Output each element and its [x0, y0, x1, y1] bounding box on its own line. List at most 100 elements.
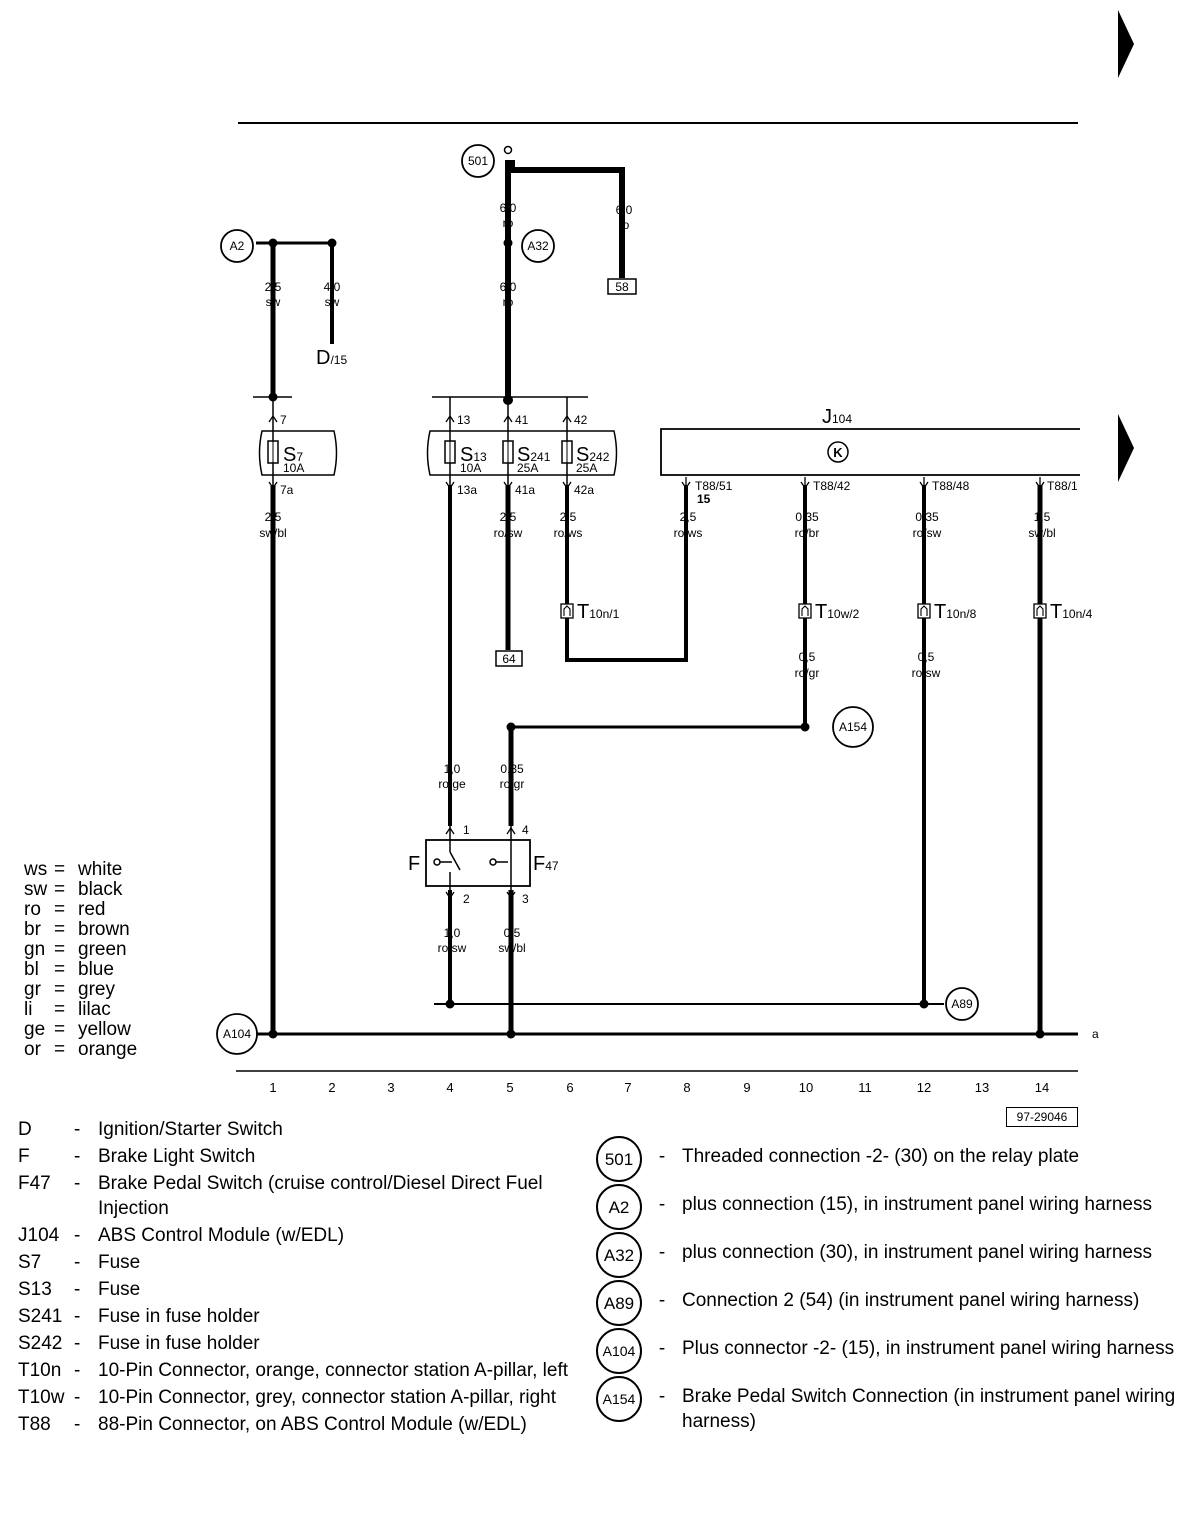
column-number: 5: [506, 1080, 513, 1095]
component-item: J104-ABS Control Module (w/EDL): [18, 1225, 345, 1246]
diagnostic-k-icon: K: [827, 441, 849, 463]
component-item: S7-Fuse: [18, 1252, 141, 1273]
fuse-s241: S241 25A 41 41a: [502, 397, 551, 497]
svg-text:2,5: 2,5: [265, 280, 282, 294]
connection-legend: 501-Threaded connection -2- (30) on the …: [596, 1136, 1176, 1436]
color-legend: ws=white sw=black ro=red br=brown gn=gre…: [24, 860, 137, 1060]
component-item: T10w-10-Pin Connector, grey, connector s…: [18, 1387, 557, 1408]
column-number: 7: [624, 1080, 631, 1095]
svg-text:ro: ro: [619, 218, 630, 232]
svg-text:T88/1: T88/1: [1047, 479, 1078, 493]
component-item: F47-Brake Pedal Switch (cruise control/D…: [18, 1173, 543, 1219]
fuse-pin-arrows: [268, 414, 572, 490]
legend-item: ge=yellow: [24, 1019, 131, 1040]
connection-badge: A89: [596, 1280, 642, 1326]
svg-text:6,0: 6,0: [500, 280, 517, 294]
fuse-s7: S7 10A 7 7a: [267, 397, 304, 497]
legend-item: or=orange: [24, 1039, 138, 1060]
wire-col6-col8-loop: [565, 485, 688, 662]
svg-text:ro: ro: [503, 295, 514, 309]
svg-text:ro/br: ro/br: [795, 526, 820, 540]
svg-text:42: 42: [574, 413, 588, 427]
terminal-box-64: 64: [495, 650, 523, 667]
component-item: D-Ignition/Starter Switch: [18, 1119, 283, 1140]
svg-text:A104: A104: [223, 1027, 251, 1041]
svg-text:ro/sw: ro/sw: [494, 526, 523, 540]
svg-text:F47: F47: [533, 853, 559, 875]
svg-text:4,0: 4,0: [324, 280, 341, 294]
component-item: S242-Fuse in fuse holder: [18, 1333, 260, 1354]
svg-text:2: 2: [463, 892, 470, 906]
svg-text:2,5: 2,5: [500, 510, 517, 524]
connection-item: 501-Threaded connection -2- (30) on the …: [596, 1136, 1176, 1182]
column-number: 8: [683, 1080, 690, 1095]
svg-text:T10n/8: T10n/8: [934, 601, 977, 623]
component-item: F-Brake Light Switch: [18, 1146, 256, 1167]
connection-circle-501: 501: [461, 144, 495, 178]
svg-text:S13: S13: [460, 444, 487, 466]
svg-text:2,5: 2,5: [265, 510, 282, 524]
svg-text:41a: 41a: [515, 483, 535, 497]
svg-text:42a: 42a: [574, 483, 594, 497]
svg-text:15: 15: [697, 492, 711, 506]
svg-text:D/15: D/15: [316, 347, 347, 369]
column-number: 6: [566, 1080, 573, 1095]
connection-circle-a32: A32: [521, 229, 555, 263]
ignition-switch-label: D/15: [316, 347, 347, 369]
legend-item: ws=white: [24, 859, 123, 880]
svg-text:0,5: 0,5: [504, 926, 521, 940]
svg-text:ro/sw: ro/sw: [438, 941, 467, 955]
svg-text:F: F: [408, 853, 420, 875]
connection-badge: 501: [596, 1136, 642, 1182]
svg-text:A89: A89: [951, 997, 973, 1011]
connection-badge: A104: [596, 1328, 642, 1374]
column-numbers: 1 2 3 4 5 6 7 8 9 10 11 12 13 14: [269, 1080, 1049, 1095]
svg-text:58: 58: [615, 280, 629, 294]
svg-text:25A: 25A: [517, 461, 538, 475]
svg-text:sw/bl: sw/bl: [1028, 526, 1055, 540]
svg-text:7a: 7a: [280, 483, 294, 497]
svg-text:ro/ws: ro/ws: [674, 526, 703, 540]
svg-text:64: 64: [502, 652, 516, 666]
wire-501-branch: [509, 160, 625, 278]
component-item: S13-Fuse: [18, 1279, 141, 1300]
connection-circle-a89: A89: [945, 987, 979, 1021]
svg-text:0,5: 0,5: [799, 650, 816, 664]
legend-item: br=brown: [24, 919, 130, 940]
column-number: 12: [917, 1080, 931, 1095]
fuse-s13: S13 10A 13 13a: [444, 397, 487, 497]
wiring-diagram: 501 A2 A32 A154 A89 A104 58 64 D/15 S7: [216, 10, 1134, 1095]
terminal-box-58: 58: [607, 278, 637, 295]
wire-labels: 6,0ro 6,0ro 2,5sw 4,0sw 6,0ro 2,5sw/bl 2…: [259, 201, 1055, 955]
column-number: 2: [328, 1080, 335, 1095]
wires: [253, 160, 1078, 1036]
svg-text:T10n/1: T10n/1: [577, 601, 620, 623]
module-pins: T88/51 15 T88/42 T88/48 T88/1: [681, 477, 1078, 506]
fuse-s242: S242 25A 42 42a: [561, 397, 610, 497]
legend-item: li=lilac: [24, 999, 111, 1020]
svg-text:3: 3: [522, 892, 529, 906]
svg-text:41: 41: [515, 413, 529, 427]
next-page-arrow-icon[interactable]: [1118, 10, 1134, 78]
connection-badge: A2: [596, 1184, 642, 1230]
column-number: 9: [743, 1080, 750, 1095]
svg-text:sw/bl: sw/bl: [259, 526, 286, 540]
svg-text:7: 7: [280, 413, 287, 427]
svg-text:A154: A154: [839, 720, 867, 734]
column-number: 13: [975, 1080, 989, 1095]
next-page-arrow-icon[interactable]: [1118, 414, 1134, 482]
svg-text:sw: sw: [325, 295, 340, 309]
brake-light-switch-f: [433, 840, 461, 886]
brake-switch-assembly: F F47 1 4 2 3: [408, 823, 559, 906]
svg-text:ro/ws: ro/ws: [554, 526, 583, 540]
svg-text:A32: A32: [527, 239, 549, 253]
svg-text:1,5: 1,5: [1034, 510, 1051, 524]
ground-line-label: a: [1092, 1027, 1099, 1041]
svg-text:T88/51: T88/51: [695, 479, 733, 493]
svg-text:ro/ge: ro/ge: [438, 777, 466, 791]
column-number: 4: [446, 1080, 453, 1095]
connection-item: A32-plus connection (30), in instrument …: [596, 1232, 1176, 1278]
svg-text:1,0: 1,0: [444, 762, 461, 776]
legend-item: bl=blue: [24, 959, 114, 980]
svg-text:0,35: 0,35: [500, 762, 524, 776]
